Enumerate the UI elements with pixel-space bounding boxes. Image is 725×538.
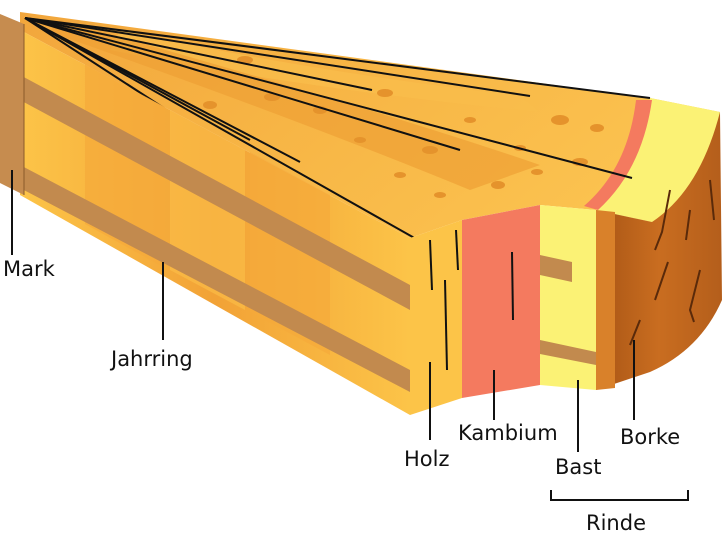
label-borke: Borke xyxy=(620,425,680,449)
label-kambium: Kambium xyxy=(458,421,558,445)
label-rinde: Rinde xyxy=(586,511,646,535)
label-holz: Holz xyxy=(404,447,450,471)
front-wood-face xyxy=(410,220,462,415)
front-cambium-face xyxy=(462,205,540,398)
label-jahrring: Jahrring xyxy=(109,347,193,371)
pith-strip xyxy=(0,14,24,195)
front-bast-face xyxy=(540,205,596,390)
rinde-bracket xyxy=(551,490,688,500)
label-bast: Bast xyxy=(555,455,601,479)
label-mark: Mark xyxy=(3,257,56,281)
